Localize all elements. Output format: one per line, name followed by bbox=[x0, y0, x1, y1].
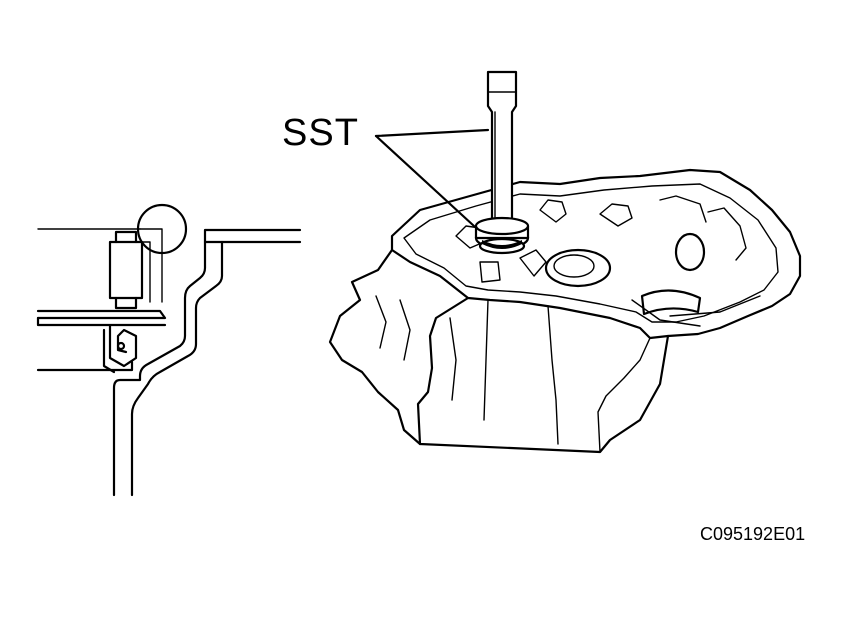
transaxle-case bbox=[328, 70, 802, 454]
cross-section-inset bbox=[36, 203, 302, 497]
figure-code: C095192E01 bbox=[700, 524, 806, 544]
sst-label: SST bbox=[282, 112, 359, 154]
